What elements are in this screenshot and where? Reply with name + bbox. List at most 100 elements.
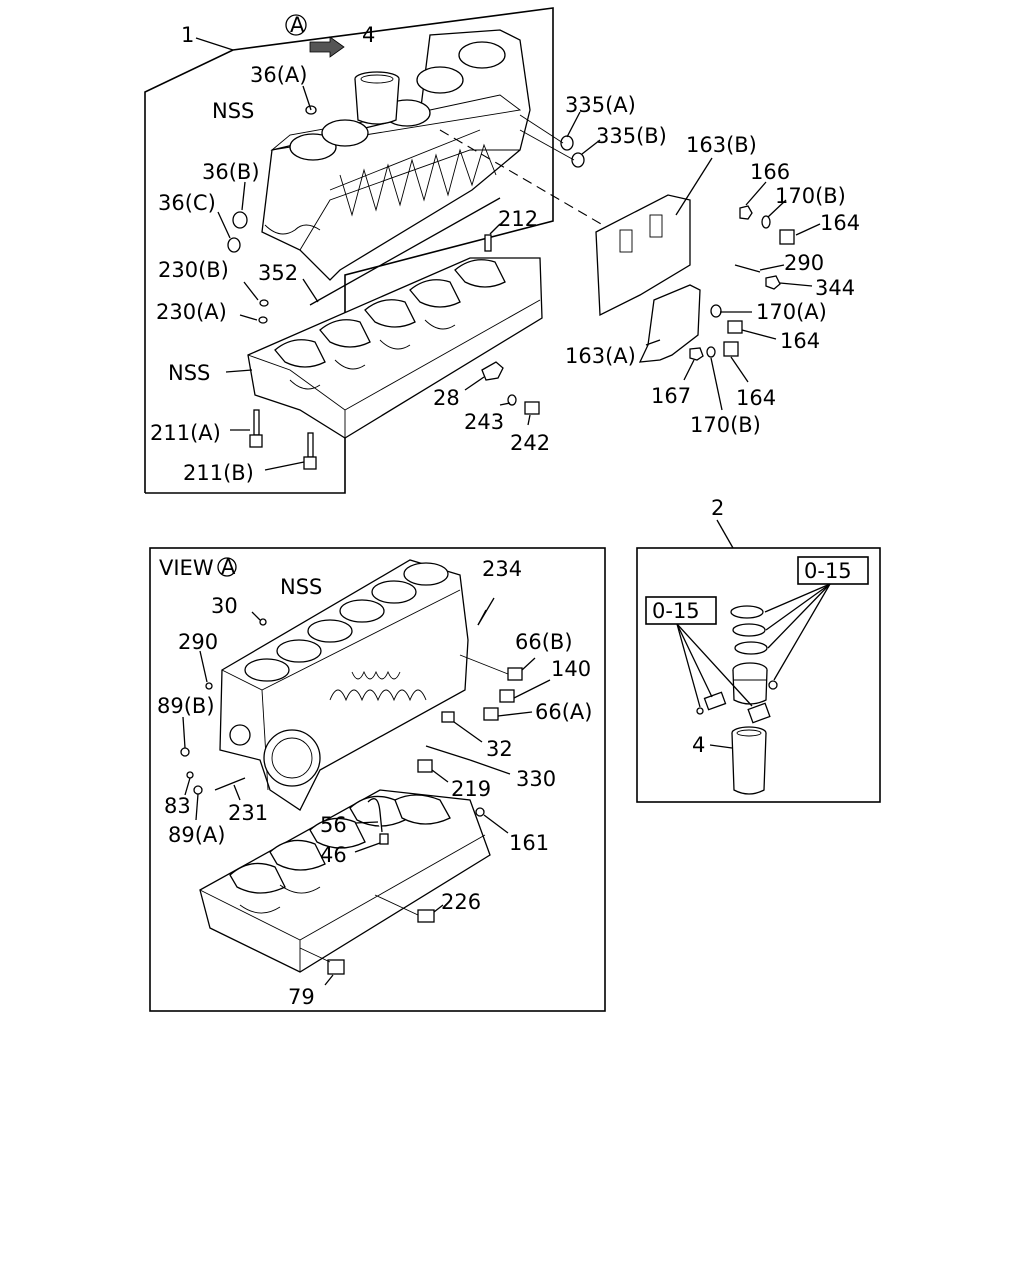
label-plug-36b: 36(B)	[202, 160, 260, 184]
washer-170b-low	[706, 346, 723, 411]
plug-36b	[232, 181, 248, 229]
label-group-1: 1	[181, 23, 194, 47]
piston-pin	[696, 691, 727, 715]
plug-32	[441, 711, 483, 743]
label-cover-28: 28	[433, 386, 460, 410]
label-plug-219: 219	[451, 777, 491, 801]
rod-352	[302, 197, 501, 306]
pin-30	[251, 611, 267, 626]
label-bolt-66b: 66(B)	[515, 630, 573, 654]
view-crankcase	[199, 789, 491, 973]
label-nut-335a: 335(A)	[565, 93, 636, 117]
bracket-163a	[638, 284, 701, 363]
pin-set-leaders	[676, 623, 753, 708]
pin-set-box	[645, 596, 717, 625]
label-bolt-164-mid: 164	[780, 329, 820, 353]
view-a-frame	[149, 547, 606, 1012]
nut-335a	[560, 111, 581, 151]
label-pipe-56: 56	[320, 813, 347, 837]
piston-liner-kit-frame	[636, 519, 881, 803]
plug-290-view	[199, 650, 213, 690]
label-washer-243: 243	[464, 410, 504, 434]
label-washer-170a: 170(A)	[756, 300, 827, 324]
plug-140	[499, 679, 551, 703]
pin-230a	[239, 314, 268, 324]
label-pin-161: 161	[509, 831, 549, 855]
label-nss-view: NSS	[280, 575, 322, 599]
view-a-title-letter: A	[221, 555, 236, 579]
label-nss-block-top: NSS	[212, 99, 254, 123]
label-liner-kit: 4	[692, 733, 705, 757]
stud-290-top	[734, 264, 785, 273]
plug-89a	[193, 785, 203, 821]
cover-28	[464, 361, 504, 391]
label-bolt-211a: 211(A)	[150, 421, 221, 445]
bolt-211a	[230, 409, 263, 448]
bolt-226	[374, 894, 444, 923]
label-liner-top: 4	[362, 23, 375, 47]
label-stud-212: 212	[498, 207, 538, 231]
label-nss-crankcase: NSS	[168, 361, 210, 385]
plug-89b	[180, 716, 190, 757]
bolt-66a	[483, 707, 533, 721]
snap-ring	[768, 680, 778, 690]
label-bolt-66a: 66(A)	[535, 700, 592, 724]
label-rod-352: 352	[258, 261, 298, 285]
view-cylinder-block	[219, 559, 469, 811]
oil-pipe-56	[354, 798, 383, 833]
label-group-2: 2	[711, 496, 724, 520]
bolt-79	[299, 947, 345, 986]
label-pin-set: 0-15	[652, 599, 700, 623]
plug-219	[417, 759, 449, 783]
nut-344	[765, 275, 813, 290]
crankcase	[225, 257, 543, 439]
stud-212	[484, 223, 501, 252]
view-a-marker-circle	[285, 14, 307, 36]
label-bolt-164-low: 164	[736, 386, 776, 410]
bolt-164-mid	[727, 320, 777, 340]
label-plug-140: 140	[551, 657, 591, 681]
label-stud-231: 231	[228, 801, 268, 825]
ring-set-box	[797, 556, 869, 585]
label-nut-166: 166	[750, 160, 790, 184]
label-bolt-46: 46	[320, 843, 347, 867]
label-stud-234: 234	[482, 557, 522, 581]
label-pin-30: 30	[211, 594, 238, 618]
label-bolt-211b: 211(B)	[183, 461, 254, 485]
label-pin-330: 330	[516, 767, 556, 791]
label-ring-set: 0-15	[804, 559, 852, 583]
nut-167	[683, 347, 704, 381]
ring-set-leaders	[764, 583, 831, 681]
label-bolt-36a: 36(A)	[250, 63, 307, 87]
label-pin-230b: 230(B)	[158, 258, 229, 282]
label-nut-167: 167	[651, 384, 691, 408]
bolt-164-low	[723, 341, 749, 383]
pin-83	[184, 771, 194, 796]
label-plug-89b: 89(B)	[157, 694, 215, 718]
label-pin-230a: 230(A)	[156, 300, 227, 324]
plug-36c	[217, 211, 241, 253]
direction-arrow-icon	[309, 36, 345, 58]
label-nut-344: 344	[815, 276, 855, 300]
bolt-36a	[302, 85, 317, 115]
pin-161	[475, 807, 509, 834]
bolt-242	[524, 401, 540, 426]
label-plug-32: 32	[486, 737, 513, 761]
label-nut-335b: 335(B)	[596, 124, 667, 148]
pin-330	[425, 745, 511, 775]
label-washer-170b-top: 170(B)	[775, 184, 846, 208]
piston	[732, 662, 768, 705]
liner-kit	[709, 726, 767, 795]
nut-166	[739, 181, 767, 220]
bolt-46	[354, 833, 389, 853]
nut-335b	[571, 139, 601, 168]
label-washer-170b-low: 170(B)	[690, 413, 761, 437]
piston-bushing	[747, 702, 771, 724]
label-plug-89a: 89(A)	[168, 823, 225, 847]
bolt-211b	[264, 432, 317, 471]
label-bolt-226: 226	[441, 890, 481, 914]
cylinder-block-assembly-frame	[144, 7, 554, 494]
piston-rings	[730, 605, 768, 655]
view-a-marker: A	[290, 13, 305, 37]
